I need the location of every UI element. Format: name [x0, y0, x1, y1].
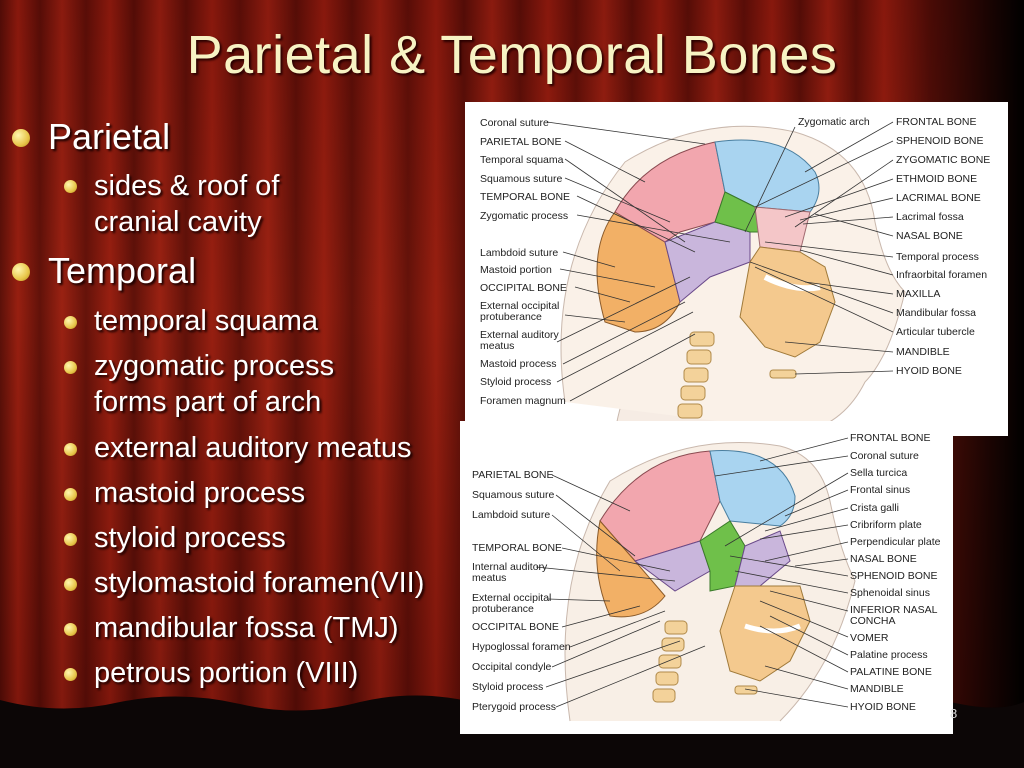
- diagram-label: FRONTAL BONE: [896, 116, 977, 128]
- diagram-label: Foramen magnum: [480, 395, 566, 407]
- diagram-label: INFERIOR NASAL: [850, 604, 938, 616]
- bullet-icon: [64, 361, 77, 374]
- sub-bullet: mandibular fossa (TMJ): [94, 612, 399, 644]
- diagram-label: Crista galli: [850, 502, 900, 514]
- skull-sagittal-illustration: [535, 437, 856, 722]
- diagram-label: Mastoid process: [480, 358, 557, 370]
- diagram-label: Temporal squama: [480, 154, 564, 166]
- diagram-label: Zygomatic arch: [798, 116, 870, 128]
- diagram-label: PARIETAL BONE: [472, 469, 554, 481]
- bullet-icon: [12, 263, 30, 281]
- diagram-label: Squamous suture: [472, 489, 555, 501]
- diagram-label: Articular tubercle: [896, 326, 975, 338]
- diagram-label: HYOID BONE: [896, 365, 962, 377]
- diagram-label: PALATINE BONE: [850, 666, 932, 678]
- diagram-label: MANDIBLE: [896, 346, 950, 358]
- sub-bullet: external auditory meatus: [94, 432, 412, 464]
- diagram-label: VOMER: [850, 632, 889, 644]
- bullet-icon: [64, 316, 77, 329]
- diagram-label: Styloid process: [472, 681, 544, 693]
- diagram-label: Lambdoid suture: [480, 247, 559, 259]
- diagram-label: Mandibular fossa: [896, 307, 976, 319]
- diagram-label: HYOID BONE: [850, 701, 916, 713]
- diagram-label: protuberance: [480, 311, 542, 323]
- sub-bullet: stylomastoid foramen(VII): [94, 567, 425, 599]
- diagram-label: TEMPORAL BONE: [480, 191, 571, 203]
- diagram-label: meatus: [472, 572, 507, 584]
- page-number: 8: [950, 706, 958, 721]
- diagram-label: Squamous suture: [480, 173, 563, 185]
- slide-title: Parietal & Temporal Bones: [186, 25, 838, 85]
- bullet-parietal: Parietal: [48, 116, 171, 157]
- diagram-label: OCCIPITAL BONE: [472, 621, 559, 633]
- bullet-icon: [64, 623, 77, 636]
- diagram-label: MANDIBLE: [850, 683, 904, 695]
- diagram-label: Sphenoidal sinus: [850, 587, 930, 599]
- sub-bullet: sides & roof of: [94, 170, 280, 202]
- sub-bullet-cont: cranial cavity: [94, 206, 262, 238]
- diagram-label: Lambdoid suture: [472, 509, 551, 521]
- diagram-label: Coronal suture: [480, 117, 549, 129]
- diagram-label: NASAL BONE: [896, 230, 963, 242]
- diagram-label: External auditory: [480, 329, 559, 341]
- diagram-label: SPHENOID BONE: [850, 570, 938, 582]
- bullet-icon: [64, 488, 77, 501]
- sub-bullet: mastoid process: [94, 477, 306, 509]
- diagram-label: Pterygoid process: [472, 701, 557, 713]
- bullet-icon: [64, 180, 77, 193]
- sub-bullet: styloid process: [94, 522, 286, 554]
- diagram-label: ETHMOID BONE: [896, 173, 978, 185]
- diagram-label: FRONTAL BONE: [850, 432, 931, 444]
- bullet-icon: [12, 129, 30, 147]
- sub-bullet: zygomatic process: [94, 350, 335, 382]
- diagram-label: ZYGOMATIC BONE: [896, 154, 991, 166]
- diagram-label: Palatine process: [850, 649, 928, 661]
- diagram-label: SPHENOID BONE: [896, 135, 984, 147]
- diagram-label: Hypoglossal foramen: [472, 641, 571, 653]
- diagram-label: NASAL BONE: [850, 553, 917, 565]
- diagram-label: Lacrimal fossa: [896, 211, 964, 223]
- diagram-label: Infraorbital foramen: [896, 269, 988, 281]
- diagram-label: meatus: [480, 340, 515, 352]
- diagram-label: Internal auditory: [472, 561, 548, 573]
- diagram-label: Styloid process: [480, 376, 552, 388]
- diagram-label: Mastoid portion: [480, 264, 552, 276]
- diagram-label: Coronal suture: [850, 450, 919, 462]
- bullet-temporal: Temporal: [48, 250, 197, 291]
- diagram-label: Frontal sinus: [850, 484, 911, 496]
- diagram-label: External occipital: [472, 592, 552, 604]
- bullet-icon: [64, 533, 77, 546]
- sub-bullet: petrous portion (VIII): [94, 657, 359, 689]
- diagram-label: PARIETAL BONE: [480, 136, 562, 148]
- diagram-label: protuberance: [472, 603, 534, 615]
- diagram-label: Perpendicular plate: [850, 536, 941, 548]
- diagram-label: Temporal process: [896, 251, 979, 263]
- sub-bullet-cont: forms part of arch: [94, 386, 322, 418]
- diagram-label: LACRIMAL BONE: [896, 192, 981, 204]
- sub-bullet: temporal squama: [94, 305, 319, 337]
- diagram-label: OCCIPITAL BONE: [480, 282, 567, 294]
- diagram-label: External occipital: [480, 300, 560, 312]
- diagram-label: MAXILLA: [896, 288, 941, 300]
- bullet-icon: [64, 443, 77, 456]
- diagram-label: Sella turcica: [850, 467, 908, 479]
- diagram-label: Cribriform plate: [850, 519, 922, 531]
- bullet-icon: [64, 668, 77, 681]
- diagram-label: TEMPORAL BONE: [472, 542, 563, 554]
- skull-lateral-illustration: [546, 121, 906, 433]
- bullet-icon: [64, 578, 77, 591]
- diagram-label: Occipital condyle: [472, 661, 552, 673]
- diagram-label: Zygomatic process: [480, 210, 569, 222]
- diagram-label: CONCHA: [850, 615, 896, 627]
